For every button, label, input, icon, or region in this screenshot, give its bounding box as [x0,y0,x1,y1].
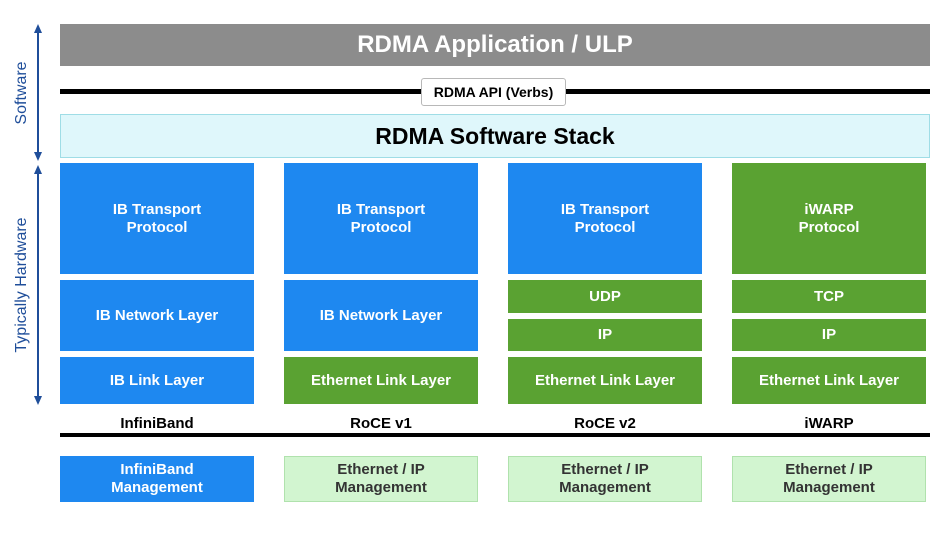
infiniband-transport-box: IB Transport Protocol [60,163,254,274]
rocev2-udp-box: UDP [508,280,702,313]
rocev1-column-label: RoCE v1 [350,414,412,432]
software-side-label: Software [13,61,30,125]
iwarp-link-box: Ethernet Link Layer [732,357,926,404]
rdma-application-bar: RDMA Application / ULP [60,24,930,66]
infiniband-link-box: IB Link Layer [60,357,254,404]
rocev1-network-box: IB Network Layer [284,280,478,351]
infiniband-column-label: InfiniBand [120,414,194,432]
infiniband-network-box: IB Network Layer [60,280,254,351]
rdma-api-label: RDMA API (Verbs) [421,78,566,106]
rdma-software-stack-bar: RDMA Software Stack [60,114,930,158]
rocev2-ip-box: IP [508,319,702,351]
hardware-side-label: Typically Hardware [13,217,30,353]
iwarp-tcp-box: TCP [732,280,926,313]
infiniband-management-box: InfiniBand Management [60,456,254,502]
rocev1-management-box: Ethernet / IP Management [284,456,478,502]
rocev2-link-box: Ethernet Link Layer [508,357,702,404]
rocev2-management-box: Ethernet / IP Management [508,456,702,502]
software-arrow [34,24,42,405]
iwarp-management-box: Ethernet / IP Management [732,456,926,502]
rocev1-link-box: Ethernet Link Layer [284,357,478,404]
rocev2-transport-box: IB Transport Protocol [508,163,702,274]
management-divider-line [60,433,930,437]
rocev2-column-label: RoCE v2 [574,414,636,432]
iwarp-transport-box: iWARP Protocol [732,163,926,274]
iwarp-ip-box: IP [732,319,926,351]
iwarp-column-label: iWARP [804,414,854,432]
rocev1-transport-box: IB Transport Protocol [284,163,478,274]
